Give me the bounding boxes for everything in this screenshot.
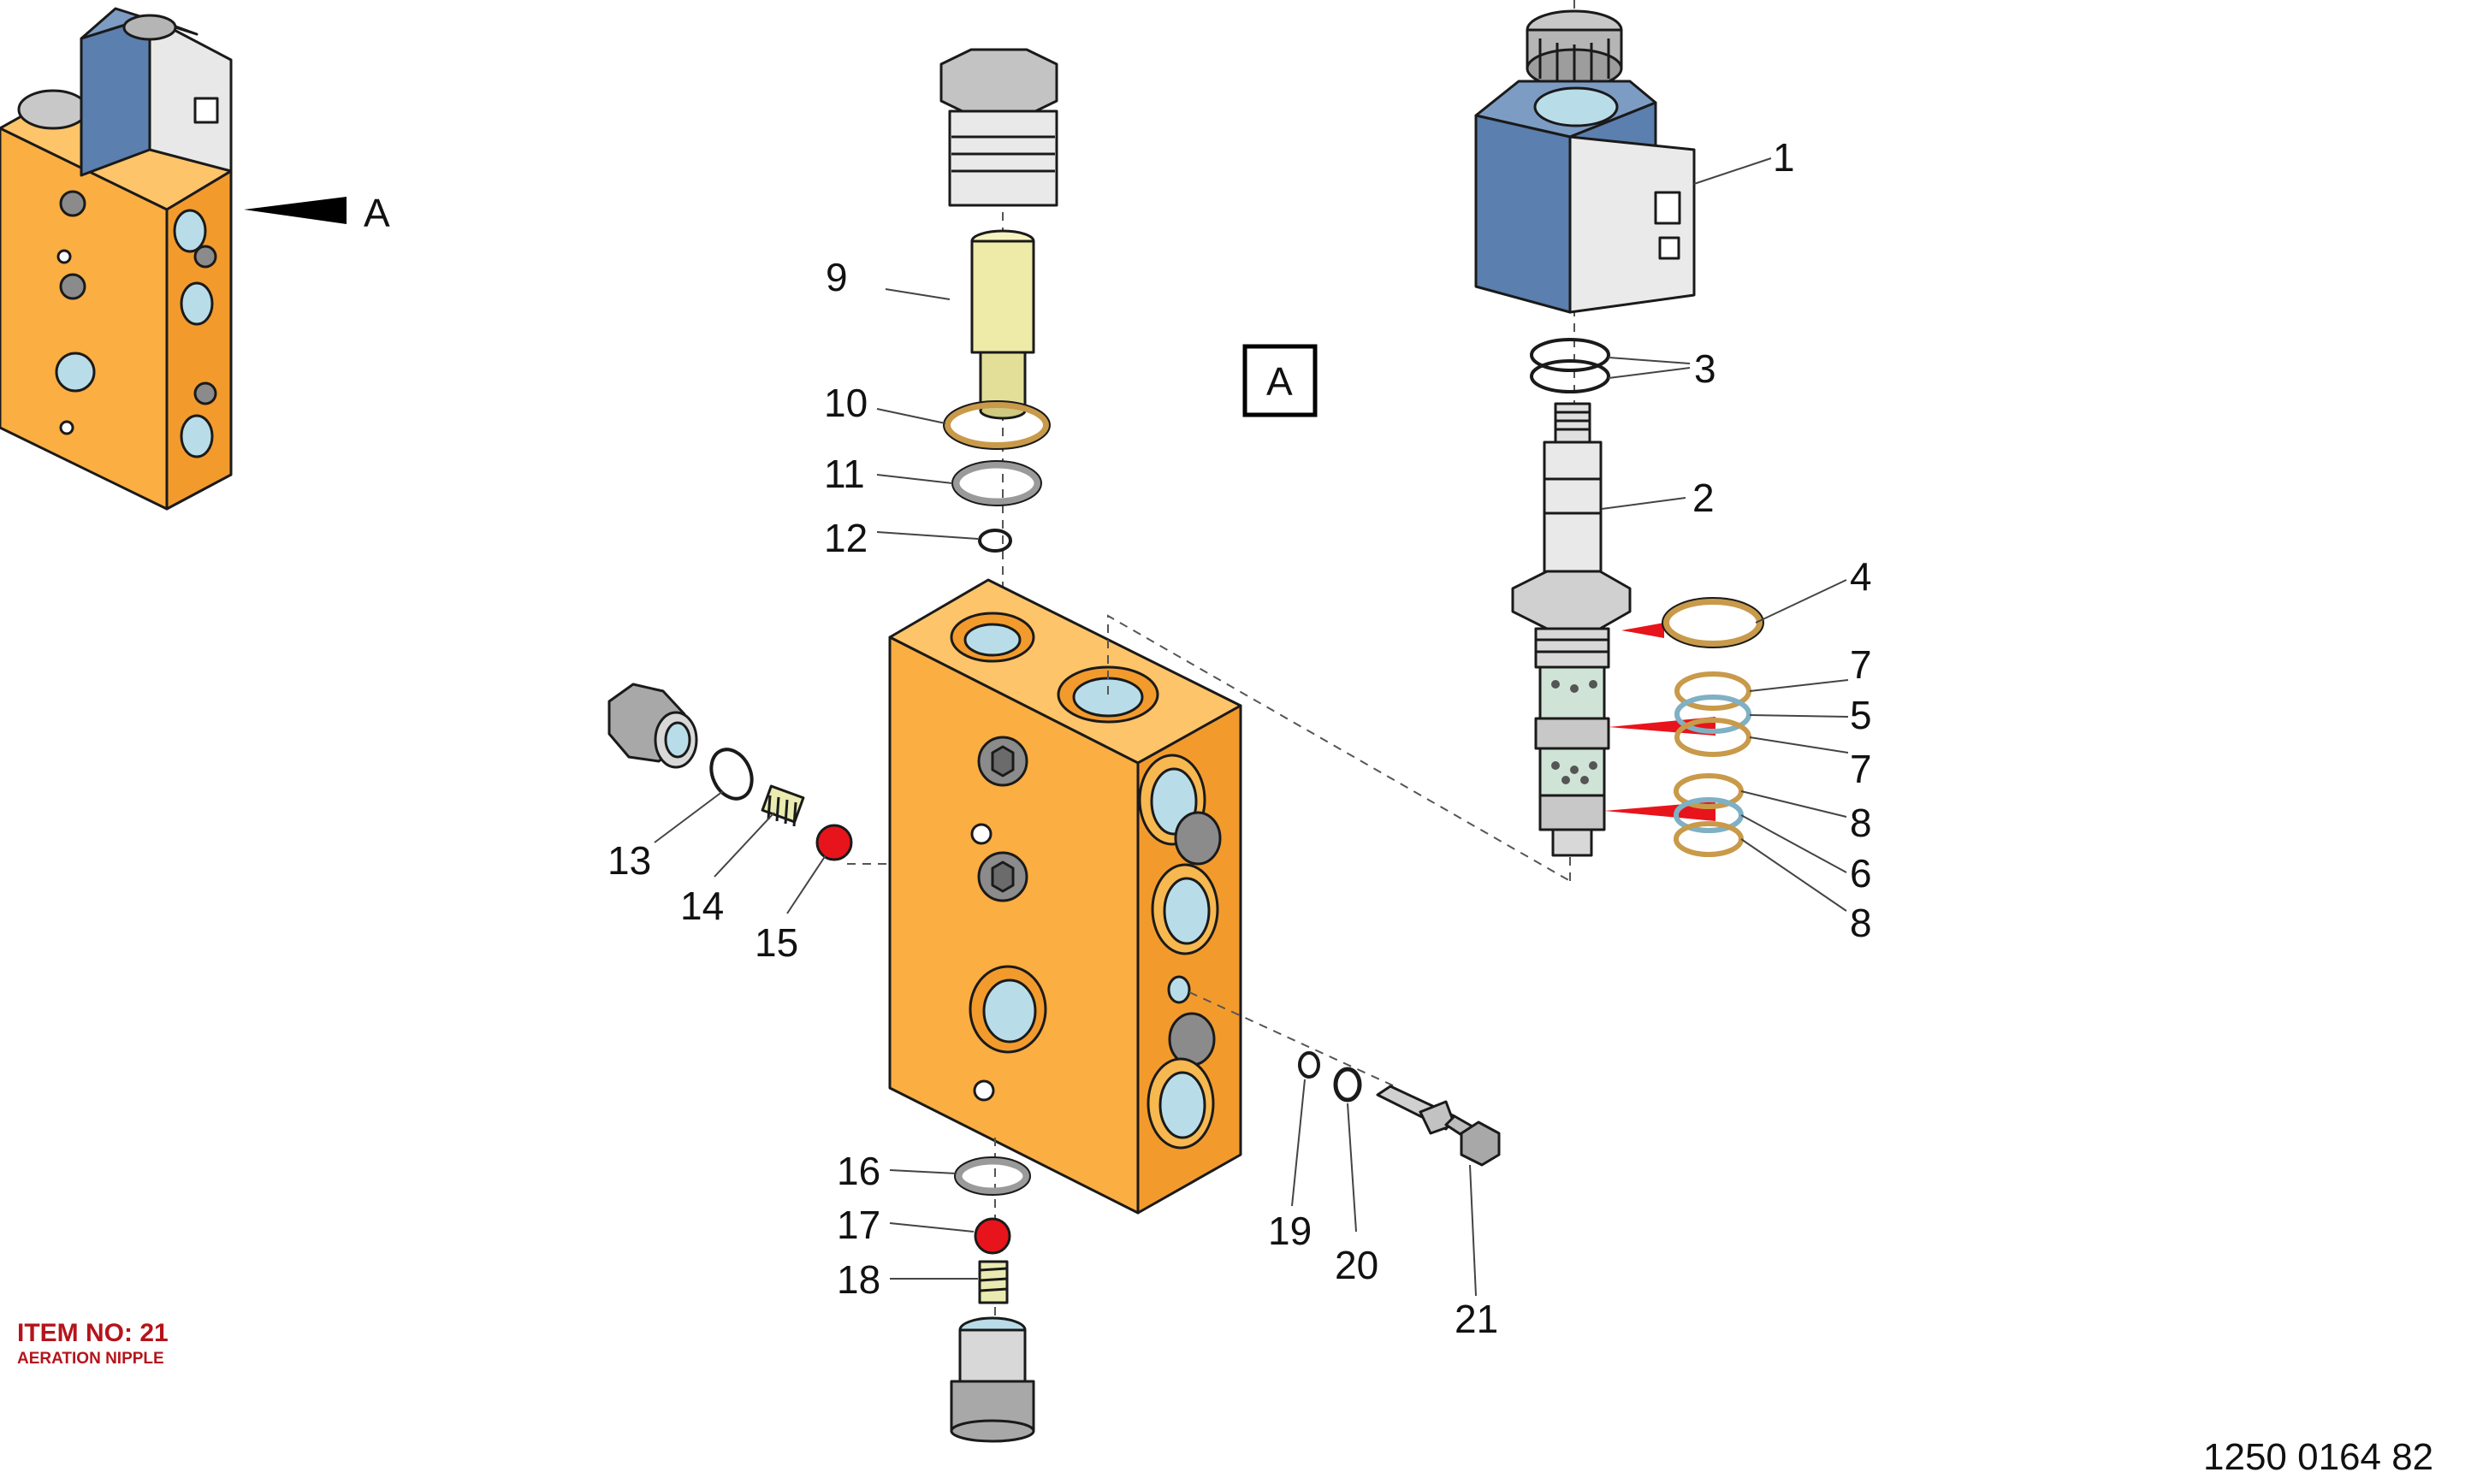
side-hole (1167, 975, 1191, 1004)
solenoid-stack (1474, 0, 1764, 857)
part-3-ring (1530, 359, 1610, 393)
inset-cap (17, 89, 89, 130)
top-port (963, 623, 1022, 657)
part-1-solenoid-coil (1474, 80, 1696, 314)
callout-4: 4 (1850, 554, 1872, 599)
bottom-plug (950, 1316, 1035, 1443)
callout-13: 13 (607, 838, 651, 883)
part-10-o-ring (944, 401, 1050, 449)
nipple-parts (1298, 1051, 1501, 1167)
item-note-subtitle: AERATION NIPPLE (17, 1350, 164, 1368)
callout-21: 21 (1455, 1297, 1498, 1341)
part-19-o-ring (1298, 1051, 1320, 1079)
inset-port (193, 381, 217, 405)
part-17-check-ball (974, 1217, 1011, 1255)
view-label-box: A (1242, 344, 1318, 417)
callout-6: 6 (1850, 851, 1872, 896)
part-2-cartridge (1511, 402, 1632, 857)
seal-pointer (1609, 717, 1715, 736)
part-21-aeration-nipple (1376, 1085, 1501, 1167)
part-20-o-ring (1333, 1067, 1362, 1103)
part-7-ring (1674, 671, 1751, 711)
inset-port (59, 190, 86, 217)
callout-20: 20 (1335, 1243, 1378, 1287)
callout-leaders (654, 157, 1849, 1297)
inset-port (193, 245, 217, 269)
part-16-ring (954, 1156, 1031, 1196)
seal-pointer (1621, 623, 1664, 638)
inset-port (59, 420, 74, 435)
part-14-spring (761, 784, 805, 827)
inset-pointer-arrow (244, 197, 347, 224)
front-hole (973, 1079, 995, 1102)
item-note-title: ITEM NO: 21 (17, 1319, 169, 1347)
inset-overview: A (0, 7, 390, 511)
valve-block (888, 578, 1242, 1215)
callout-9: 9 (826, 255, 848, 299)
callout-15: 15 (755, 920, 798, 965)
seal-pointer (1604, 801, 1715, 821)
inset-coil-knob (122, 14, 177, 41)
side-plug (1174, 811, 1222, 866)
inset-coil-front (80, 15, 151, 177)
inset-port (59, 273, 86, 300)
callout-12: 12 (824, 516, 868, 560)
inset-port (55, 352, 96, 393)
hex-plug-head (939, 48, 1058, 117)
callout-7a: 7 (1850, 642, 1872, 687)
document-number: 1250 0164 82 (2203, 1436, 2433, 1478)
callout-19: 19 (1268, 1209, 1312, 1253)
callout-7b: 7 (1850, 747, 1872, 791)
front-port (982, 978, 1037, 1044)
side-port (1163, 877, 1211, 945)
part-11-ring (951, 460, 1042, 506)
part-5-ring (1674, 695, 1751, 734)
callout-16: 16 (837, 1149, 880, 1193)
callout-numbers: 1 2 3 4 5 6 7 7 8 8 9 10 11 12 13 14 15 … (607, 135, 1872, 1341)
part-18-spring (978, 1260, 1009, 1304)
part-15-check-ball (815, 824, 853, 861)
callout-8b: 8 (1850, 901, 1872, 945)
callout-14: 14 (680, 884, 724, 928)
inset-port (180, 414, 214, 458)
part-13-washer (709, 748, 754, 801)
bottom-parts (950, 1156, 1035, 1443)
callout-11: 11 (824, 452, 865, 496)
callout-2: 2 (1692, 476, 1715, 520)
callout-18: 18 (837, 1257, 880, 1302)
center-stack (939, 48, 1058, 616)
callout-5: 5 (1850, 693, 1872, 737)
inset-connector (193, 97, 219, 124)
front-hole (970, 823, 993, 845)
side-port (1158, 1071, 1206, 1139)
part-7-ring (1674, 718, 1751, 757)
part-4-o-ring (1662, 598, 1763, 647)
callout-1: 1 (1773, 135, 1795, 180)
coil-knurled-nut (1526, 9, 1623, 89)
callout-8a: 8 (1850, 801, 1872, 845)
callout-17: 17 (837, 1203, 880, 1247)
hex-plug-body (948, 109, 1058, 207)
inset-label: A (364, 191, 390, 235)
part-12-o-ring (978, 529, 1012, 553)
part-3-ring (1530, 338, 1610, 372)
top-port (1072, 677, 1144, 718)
view-label-text: A (1266, 359, 1293, 404)
callout-10: 10 (824, 381, 868, 425)
side-plug (1168, 1012, 1216, 1067)
part-9-nozzle (970, 229, 1035, 420)
inset-port (173, 209, 207, 253)
callout-3: 3 (1694, 346, 1716, 391)
left-parts (607, 683, 853, 861)
inset-port (180, 281, 214, 326)
inset-port (56, 249, 72, 264)
inset-coil-side (148, 15, 233, 173)
